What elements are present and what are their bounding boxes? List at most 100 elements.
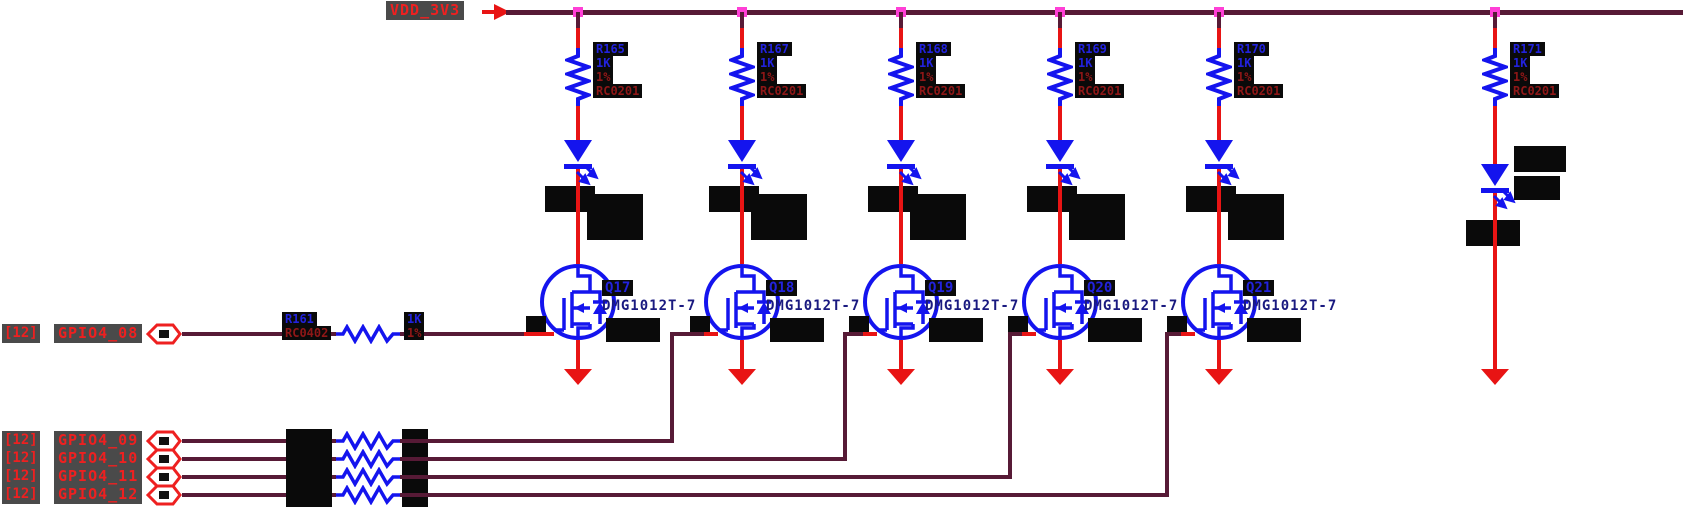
gate-resistor-label-block[interactable] [286,483,332,507]
wire-segment[interactable] [1022,332,1036,336]
gate-resistor-symbol[interactable] [336,485,400,505]
mosfet-symbol[interactable] [702,262,782,342]
wire-segment[interactable] [899,12,903,28]
gate-riser-wire[interactable] [843,334,847,461]
resistor-symbol[interactable] [1047,48,1073,108]
gate-riser-wire[interactable] [670,334,674,443]
wire-segment[interactable] [1493,12,1497,28]
wire-segment[interactable] [740,12,744,28]
gnd-symbol[interactable] [1204,362,1234,386]
power-rail-wire[interactable] [506,10,1683,15]
sheet-ref-label[interactable]: [12] [2,467,40,486]
wire-segment[interactable] [863,332,877,336]
gate-wire[interactable] [182,493,336,497]
gnd-symbol[interactable] [886,362,916,386]
gate-wire[interactable] [1008,332,1022,336]
gate-net-label-block[interactable] [690,316,710,334]
footprint-label-block[interactable] [929,318,983,342]
wire-segment[interactable] [1493,28,1497,50]
led-label-block[interactable] [1027,186,1077,212]
wire-segment[interactable] [1058,340,1062,362]
hier-pin-icon[interactable] [146,323,182,345]
wire-segment[interactable] [740,28,744,50]
gate-wire[interactable] [1165,332,1181,336]
mosfet-symbol[interactable] [538,262,618,342]
net-label-gpio4-08[interactable]: GPIO4_08 [54,324,143,343]
mosfet-part[interactable]: DMG1012T-7 [766,298,861,314]
wire-segment[interactable] [899,106,903,124]
footprint-label-block[interactable] [770,318,824,342]
wire-segment[interactable] [1217,12,1221,28]
wire-segment[interactable] [1217,186,1221,264]
wire-segment[interactable] [576,186,580,264]
wire-segment[interactable] [1217,28,1221,50]
gate-net-label-block[interactable] [849,316,869,334]
mosfet-part[interactable]: DMG1012T-7 [925,298,1020,314]
led-label-block[interactable] [1514,146,1566,172]
wire-segment[interactable] [1181,332,1195,336]
wire-segment[interactable] [1058,106,1062,124]
led-symbol[interactable] [1198,124,1240,186]
gate-net-label-block[interactable] [1167,316,1187,334]
led-label-block[interactable] [709,186,759,212]
resistor-symbol[interactable] [888,48,914,108]
gate-wire[interactable] [182,332,336,336]
hier-pin-icon[interactable] [146,484,182,506]
net-label-gpio[interactable]: GPIO4_09 [54,431,143,450]
power-flag-icon[interactable] [482,2,512,22]
gate-wire[interactable] [182,457,336,461]
gate-resistor-symbol[interactable] [336,324,400,344]
wire-segment[interactable] [1493,210,1497,362]
wire-segment[interactable] [576,106,580,124]
mosfet-ref[interactable]: Q20 [1084,280,1116,296]
gate-wire[interactable] [400,493,1169,497]
wire-segment[interactable] [740,106,744,124]
mosfet-ref[interactable]: Q19 [925,280,957,296]
footprint-label-block[interactable] [1088,318,1142,342]
wire-segment[interactable] [740,340,744,362]
wire-segment[interactable] [524,332,554,336]
wire-segment[interactable] [576,12,580,28]
gate-wire[interactable] [400,457,847,461]
led-label-block[interactable] [545,186,595,212]
led-label-block[interactable] [910,194,966,240]
net-label-gpio[interactable]: GPIO4_10 [54,449,143,468]
mosfet-part[interactable]: DMG1012T-7 [1084,298,1179,314]
resistor-symbol[interactable] [729,48,755,108]
wire-segment[interactable] [899,186,903,264]
led-symbol[interactable] [880,124,922,186]
gate-wire[interactable] [400,332,524,336]
gate-wire[interactable] [843,332,863,336]
wire-segment[interactable] [576,340,580,362]
resistor-symbol[interactable] [565,48,591,108]
led-label-block[interactable] [868,186,918,212]
wire-segment[interactable] [576,28,580,50]
net-label-gpio[interactable]: GPIO4_12 [54,485,143,504]
mosfet-ref[interactable]: Q21 [1243,280,1275,296]
gate-riser-wire[interactable] [1165,334,1169,497]
gate-wire[interactable] [400,439,674,443]
sheet-ref-label[interactable]: [12] [2,485,40,504]
led-label-block[interactable] [1228,194,1284,240]
gate-resistor-symbol[interactable] [336,431,400,451]
mosfet-symbol[interactable] [1179,262,1259,342]
led-symbol[interactable] [1039,124,1081,186]
resistor-symbol[interactable] [1206,48,1232,108]
gate-riser-wire[interactable] [1008,334,1012,479]
gate-wire[interactable] [182,439,336,443]
sheet-ref-label[interactable]: [12] [2,449,40,468]
gate-wire[interactable] [182,475,336,479]
footprint-label-block[interactable] [1247,318,1301,342]
wire-segment[interactable] [1217,340,1221,362]
mosfet-part[interactable]: DMG1012T-7 [1243,298,1338,314]
resistor-symbol[interactable] [1482,48,1508,108]
gate-resistor-symbol[interactable] [336,467,400,487]
led-label-block[interactable] [1514,176,1560,200]
mosfet-ref[interactable]: Q17 [602,280,634,296]
net-label-gpio[interactable]: GPIO4_11 [54,467,143,486]
